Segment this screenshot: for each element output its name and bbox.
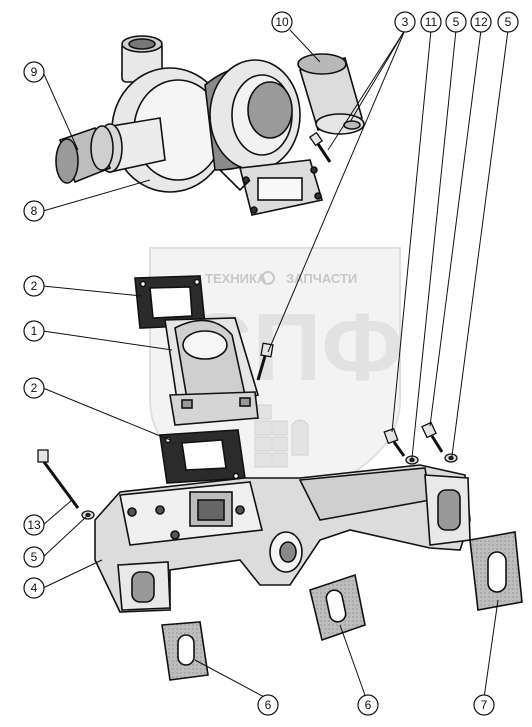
svg-text:13: 13 xyxy=(27,518,41,532)
callouts: 10 3 11 5 12 5 9 8 xyxy=(23,11,519,716)
svg-text:12: 12 xyxy=(474,15,488,29)
callout-8: 8 xyxy=(23,200,45,222)
elbow-flange xyxy=(164,317,259,426)
callout-5-left: 5 xyxy=(23,546,45,568)
bolt-right-11 xyxy=(383,427,406,457)
callout-10: 10 xyxy=(271,11,293,33)
gasket-lower xyxy=(159,429,246,484)
bolt-turbine xyxy=(308,131,332,163)
callout-4: 4 xyxy=(23,577,45,599)
adapter-pipe xyxy=(297,53,365,135)
svg-text:5: 5 xyxy=(453,15,460,29)
callout-3: 3 xyxy=(394,11,416,33)
turbocharger xyxy=(97,35,324,216)
callout-9: 9 xyxy=(23,61,45,83)
callout-5-top-right: 5 xyxy=(497,11,519,33)
gasket-small-right xyxy=(469,531,523,611)
leader-lines xyxy=(42,29,509,699)
svg-text:5: 5 xyxy=(31,550,38,564)
watermark-building-icon xyxy=(254,404,309,468)
watermark-text-left: ТЕХНИКА xyxy=(205,271,267,286)
svg-text:7: 7 xyxy=(481,698,488,712)
callout-2-lower: 2 xyxy=(23,377,45,399)
gasket-small-left xyxy=(161,621,209,681)
svg-text:2: 2 xyxy=(31,381,38,395)
svg-text:8: 8 xyxy=(31,204,38,218)
callout-11: 11 xyxy=(420,11,442,33)
exhaust-manifold xyxy=(94,464,471,613)
washer-right-b xyxy=(444,453,458,463)
callout-6-middle: 6 xyxy=(357,694,379,716)
callout-7: 7 xyxy=(473,694,495,716)
callout-6-left: 6 xyxy=(257,694,279,716)
gasket-small-middle xyxy=(309,573,366,642)
svg-text:5: 5 xyxy=(505,15,512,29)
svg-text:3: 3 xyxy=(402,15,409,29)
callout-12: 12 xyxy=(470,11,492,33)
bolt-right-12 xyxy=(421,421,444,453)
svg-text:4: 4 xyxy=(31,581,38,595)
watermark-gear-icon xyxy=(261,271,275,285)
washer-left xyxy=(81,510,95,520)
svg-text:9: 9 xyxy=(31,65,38,79)
callout-2-upper: 2 xyxy=(23,275,45,297)
bolt-left-13 xyxy=(37,449,80,509)
svg-text:1: 1 xyxy=(31,324,38,338)
svg-text:2: 2 xyxy=(31,279,38,293)
callout-5-top-left: 5 xyxy=(445,11,467,33)
svg-text:10: 10 xyxy=(275,15,289,29)
callout-13: 13 xyxy=(23,514,45,536)
svg-text:11: 11 xyxy=(425,15,438,29)
callout-1: 1 xyxy=(23,320,45,342)
svg-text:6: 6 xyxy=(365,698,372,712)
watermark-text-right: ЗАПЧАСТИ xyxy=(286,271,357,286)
svg-text:6: 6 xyxy=(265,698,272,712)
hose-sleeve xyxy=(55,125,114,184)
